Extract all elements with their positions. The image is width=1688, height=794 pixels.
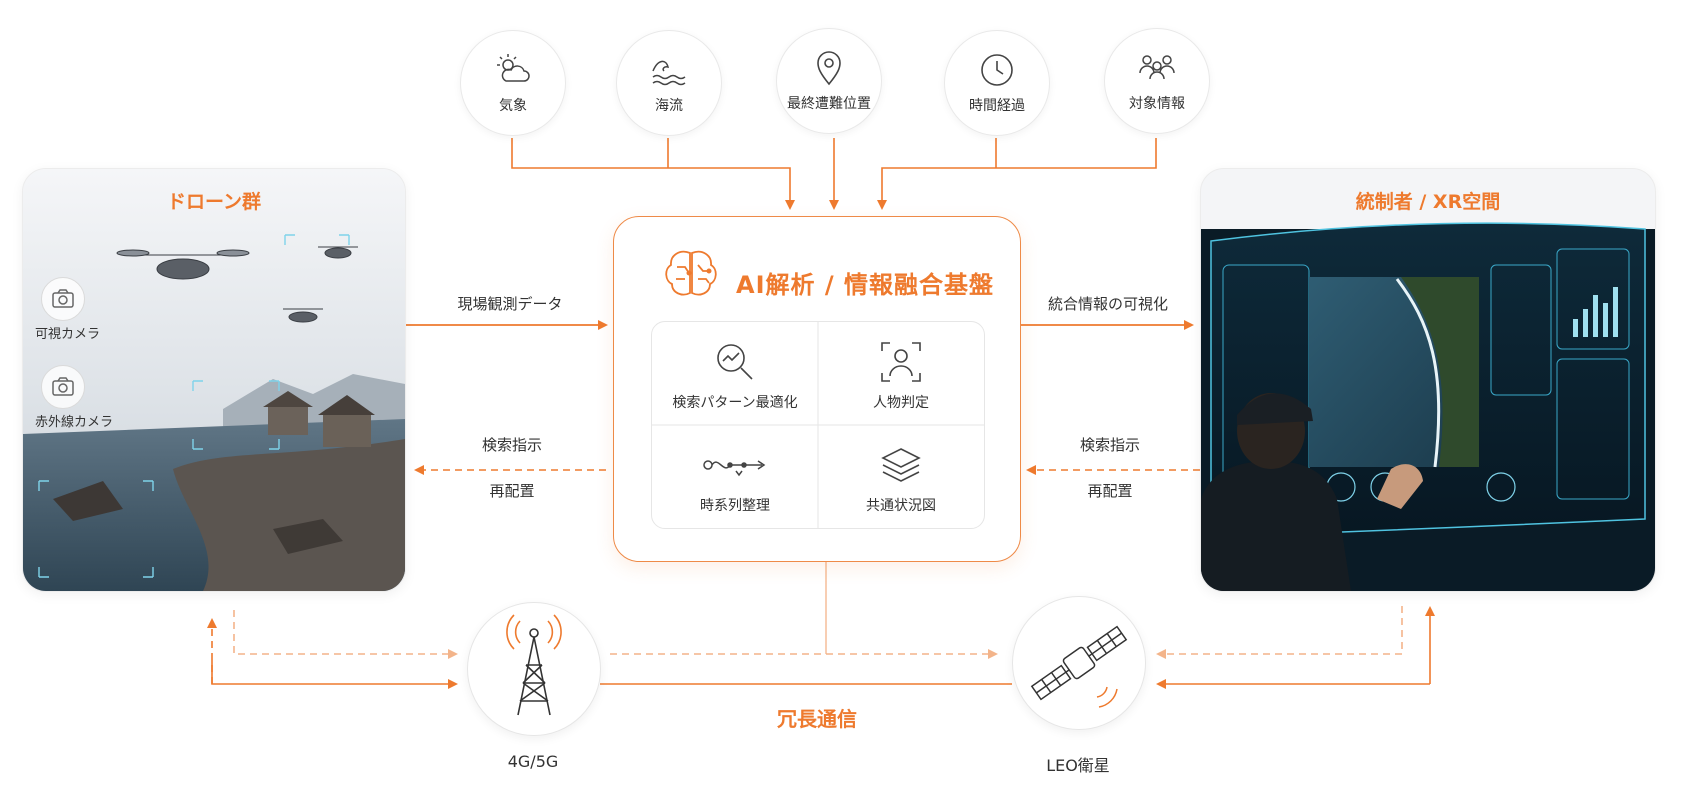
- redeploy-right-label: 再配置: [1087, 482, 1133, 500]
- factor-target-connector: [877, 138, 1157, 210]
- xr-panel: 統制者 / XR空間: [1200, 168, 1656, 592]
- timeline-icon: [703, 460, 766, 477]
- function-common-operational-picture: 共通状況図: [818, 425, 984, 528]
- factor-label: 海流: [655, 98, 683, 114]
- grid-dividers: [652, 322, 984, 528]
- function-person-detection: 人物判定: [818, 322, 984, 425]
- search-chart-icon: [717, 344, 753, 380]
- visible-camera-badge: [41, 277, 85, 321]
- factor-elapsed-time: 時間経過: [944, 30, 1050, 136]
- xr-panel-title: 統制者 / XR空間: [1355, 191, 1501, 213]
- person-detect-icon: [881, 342, 921, 382]
- function-label: 検索パターン最適化: [672, 395, 798, 411]
- satellite-label: LEO衛星: [1046, 756, 1110, 775]
- factor-last-position: 最終遭難位置: [776, 28, 882, 134]
- visualization-label: 統合情報の可視化: [1047, 295, 1168, 313]
- factor-label: 時間経過: [969, 98, 1025, 114]
- cell-tower-icon: [506, 614, 562, 716]
- xr-operator-illustration: [1201, 222, 1655, 591]
- function-label: 共通状況図: [866, 498, 936, 514]
- brain-icon: [665, 250, 717, 296]
- factor-ocean-current: 海流: [616, 30, 722, 136]
- xr-to-satellite-dashed: [1156, 606, 1403, 659]
- redundant-comms-label: 冗長通信: [777, 707, 857, 731]
- infrared-camera-label: 赤外線カメラ: [35, 415, 114, 430]
- field-data-label: 現場観測データ: [457, 295, 563, 313]
- factor-label: 気象: [499, 98, 527, 114]
- cellular-label: 4G/5G: [507, 752, 559, 771]
- camera-icon: [52, 289, 74, 308]
- drone-panel-title: ドローン群: [166, 191, 262, 213]
- drone-to-cellular-dashed: [233, 610, 458, 659]
- function-search-pattern: 検索パターン最適化: [652, 322, 818, 425]
- function-label: 時系列整理: [700, 498, 770, 514]
- visible-camera-label: 可視カメラ: [35, 327, 101, 342]
- satellite-icon: [1030, 625, 1128, 708]
- function-timeline: 時系列整理: [652, 425, 818, 528]
- ai-platform-title: AI解析 / 情報融合基盤: [736, 271, 994, 299]
- people-icon: [1139, 55, 1175, 80]
- location-pin-icon: [817, 51, 841, 86]
- cellular-node: [467, 602, 601, 736]
- wave-icon: [652, 60, 686, 86]
- function-label: 人物判定: [873, 395, 929, 411]
- search-instruction-right-label: 検索指示: [1079, 436, 1140, 454]
- factor-weather: 気象: [460, 30, 566, 136]
- search-instruction-left-label: 検索指示: [481, 436, 542, 454]
- satellite-node: [1012, 596, 1146, 730]
- factor-label: 最終遭難位置: [787, 96, 871, 112]
- redeploy-left-label: 再配置: [489, 482, 535, 500]
- clock-icon: [981, 54, 1013, 86]
- factor-weather-connector: [511, 138, 795, 210]
- disaster-scene-illustration: [23, 169, 405, 591]
- drone-panel: ドローン群 可視カメラ 赤外線カメラ: [22, 168, 406, 592]
- factor-target-info: 対象情報: [1104, 28, 1210, 134]
- weather-icon: [497, 54, 530, 82]
- ai-function-grid: 検索パターン最適化 人物判定 時系列整理: [651, 321, 985, 529]
- drone-to-cellular-solid: [211, 660, 458, 689]
- layers-icon: [881, 448, 921, 482]
- camera-icon: [52, 377, 74, 396]
- ai-platform-box: AI解析 / 情報融合基盤 検索パターン最適化 人物判定: [613, 216, 1021, 562]
- infrared-camera-badge: [41, 365, 85, 409]
- factor-label: 対象情報: [1129, 96, 1185, 112]
